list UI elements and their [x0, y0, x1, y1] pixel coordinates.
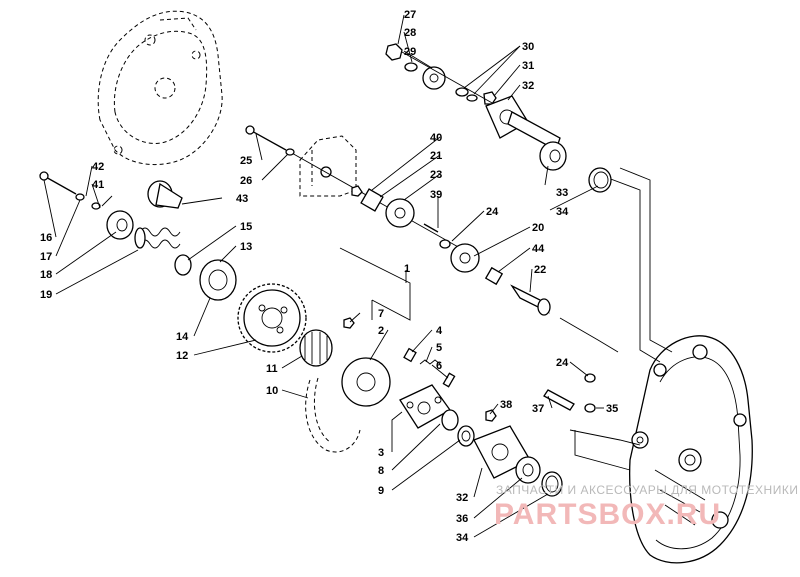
callout-38: 38 — [500, 399, 512, 411]
callout-30: 30 — [522, 41, 534, 53]
callout-1: 1 — [404, 263, 410, 275]
callout-6: 6 — [436, 360, 442, 372]
bearing-plate-lower — [473, 409, 563, 497]
watermark-logo: PARTSBOX.RU — [494, 498, 721, 531]
sprocket-12 — [237, 283, 307, 353]
callout-4: 4 — [436, 325, 443, 337]
callout-41: 41 — [92, 179, 104, 191]
callout-15: 15 — [240, 221, 252, 233]
chain-10 — [305, 377, 361, 453]
callout-labels: 27 28 29 30 31 32 40 21 23 39 24 20 44 2… — [40, 9, 618, 544]
callout-27: 27 — [404, 9, 416, 21]
callout-7: 7 — [378, 308, 384, 320]
callout-16: 16 — [40, 232, 52, 244]
chaincase-cover-upper — [97, 10, 223, 166]
callout-21: 21 — [430, 150, 442, 162]
callout-22: 22 — [534, 264, 546, 276]
hub-43 — [147, 180, 183, 209]
watermark-tagline: ЗАПЧАСТИ И АКСЕССУАРЫ ДЛЯ МОТОТЕХНИКИ — [496, 483, 798, 497]
watermark: ЗАПЧАСТИ И АКСЕССУАРЫ ДЛЯ МОТОТЕХНИКИ PA… — [494, 483, 798, 531]
callout-43: 43 — [236, 193, 248, 205]
group-1-bracket — [339, 247, 411, 321]
callout-29: 29 — [404, 46, 416, 58]
callout-34-lower: 34 — [456, 532, 469, 544]
spring-19 — [134, 227, 181, 249]
callout-19: 19 — [40, 289, 52, 301]
callout-39: 39 — [430, 189, 442, 201]
upper-shaft-assembly — [289, 151, 551, 316]
chaincase-housing — [629, 335, 753, 564]
washer-9 — [457, 425, 475, 447]
callout-20: 20 — [532, 222, 544, 234]
callout-9: 9 — [378, 485, 384, 497]
sprocket-23 — [385, 198, 415, 228]
callout-32: 32 — [522, 80, 534, 92]
small-parts-4-6 — [343, 317, 456, 388]
callout-11: 11 — [266, 363, 278, 375]
gear-11 — [299, 329, 333, 367]
callout-37: 37 — [532, 403, 544, 415]
sprocket-29 — [422, 66, 446, 90]
callout-31: 31 — [522, 60, 534, 72]
callout-44: 44 — [532, 243, 545, 255]
sprocket-20 — [450, 243, 480, 273]
bolt-25 — [245, 125, 295, 156]
top-hardware — [385, 43, 561, 151]
callout-17: 17 — [40, 251, 52, 263]
callout-10: 10 — [266, 385, 278, 397]
callout-26: 26 — [240, 175, 252, 187]
leader-lines — [43, 14, 604, 538]
callout-33: 33 — [556, 187, 568, 199]
callout-40: 40 — [430, 132, 442, 144]
hub-3 — [399, 384, 451, 429]
callout-24-lower: 24 — [556, 357, 569, 369]
bracket-dashed — [299, 135, 357, 197]
callout-8: 8 — [378, 465, 384, 477]
bearing-8 — [441, 409, 459, 431]
callout-2: 2 — [378, 325, 384, 337]
callout-34: 34 — [556, 206, 569, 218]
callout-23: 23 — [430, 169, 442, 181]
callout-24: 24 — [486, 206, 499, 218]
callout-28: 28 — [404, 27, 416, 39]
sprocket-2 — [341, 357, 391, 407]
callout-12: 12 — [176, 350, 188, 362]
left-hardware — [39, 171, 237, 301]
callout-18: 18 — [40, 269, 52, 281]
callout-14: 14 — [176, 331, 189, 343]
callout-32-lower: 32 — [456, 492, 468, 504]
callout-25: 25 — [240, 155, 252, 167]
callout-3: 3 — [378, 447, 384, 459]
callout-13: 13 — [240, 241, 252, 253]
callout-42: 42 — [92, 161, 104, 173]
clutch-13 — [199, 259, 237, 301]
callout-36: 36 — [456, 513, 468, 525]
bearing-33-upper — [539, 141, 612, 193]
callout-5: 5 — [436, 342, 442, 354]
callout-35: 35 — [606, 403, 618, 415]
assembly-axis-lines — [559, 167, 673, 471]
